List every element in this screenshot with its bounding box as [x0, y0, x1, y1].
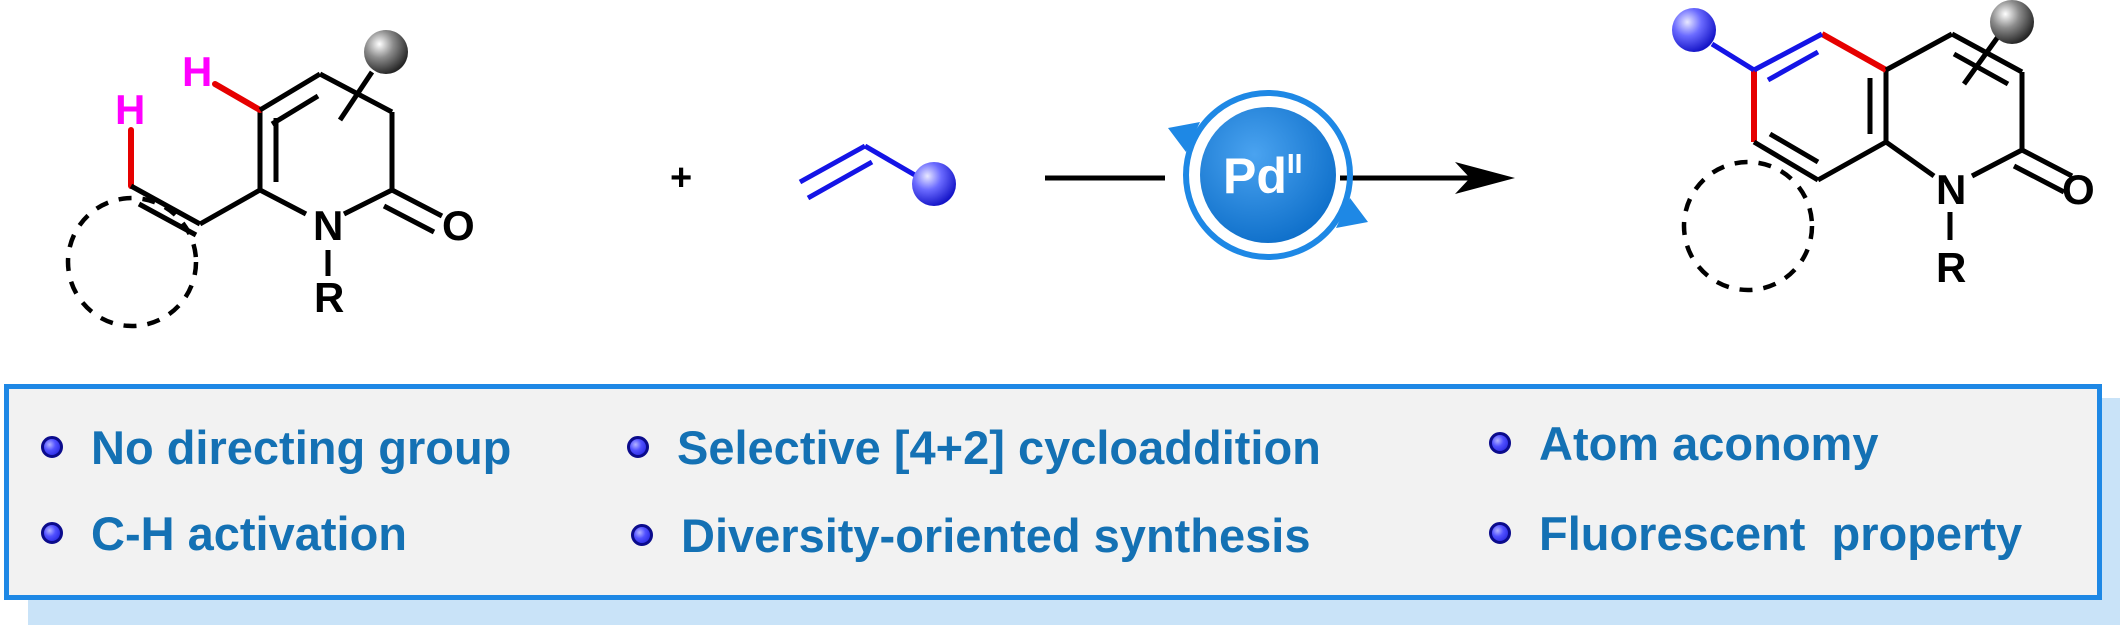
atom-h: H: [115, 86, 145, 133]
carbonyl-bond: [390, 187, 444, 219]
dashed-ring: [65, 195, 199, 329]
reactant-molecule: H H N O R: [65, 30, 475, 329]
alkene-bond: [863, 143, 922, 181]
substituent-gray-ball: [364, 30, 408, 74]
ring-bond: [198, 187, 262, 227]
ring-bond: [258, 71, 322, 113]
feature-label: C-H activation: [91, 506, 407, 560]
bullet-dot-icon: [627, 436, 649, 458]
alkene-reagent: [798, 143, 956, 206]
ring-bond: [342, 187, 394, 217]
plus-sign: +: [670, 157, 692, 199]
bullet-dot-icon: [41, 522, 63, 544]
vinyl-bond: [129, 183, 202, 227]
pd-oxidation-state: II: [1287, 148, 1303, 179]
pd-ball: [1200, 107, 1336, 243]
alkene-derived-bond: [1710, 41, 1756, 73]
substituent-blue-ball: [1672, 8, 1716, 52]
vinyl-bond-inner: [137, 201, 198, 238]
atom-h: H: [182, 48, 212, 95]
ring-bond: [1884, 139, 1936, 179]
ch-bond: [212, 81, 263, 113]
feature-label: Selective [4+2] cycloaddition: [677, 420, 1321, 474]
pd-symbol: Pd: [1223, 148, 1287, 204]
feature-item: C-H activation: [41, 503, 407, 563]
ring-bond: [1816, 139, 1888, 183]
feature-label: No directing group: [91, 420, 512, 474]
pd-catalyst: PdII: [1168, 90, 1368, 260]
ring-bond: [1884, 31, 1954, 73]
carbonyl-bond: [2020, 147, 2074, 179]
feature-label: Atom aconomy: [1539, 416, 1879, 470]
ring-bond-inner: [270, 93, 320, 127]
ring-bond: [258, 187, 308, 217]
cycle-arrowhead: [1336, 198, 1368, 228]
atom-r: R: [1936, 244, 1966, 291]
bullet-dot-icon: [1489, 522, 1511, 544]
bullet-dot-icon: [1489, 432, 1511, 454]
dashed-ring: [1681, 159, 1815, 293]
ring-bond: [1752, 139, 1820, 183]
feature-label: Diversity-oriented synthesis: [681, 508, 1311, 562]
substituent-blue-ball: [912, 162, 956, 206]
atom-r: R: [314, 274, 344, 321]
feature-item: Diversity-oriented synthesis: [631, 505, 1311, 565]
feature-item: No directing group: [41, 417, 511, 477]
reaction-arrow: [1045, 162, 1515, 194]
atom-n: N: [313, 202, 343, 249]
atom-o: O: [442, 202, 475, 249]
cycle-arrowhead: [1168, 122, 1200, 152]
bullet-dot-icon: [631, 524, 653, 546]
ring-bond-inner: [1768, 131, 1820, 165]
carbonyl-bond-inner: [2012, 163, 2066, 195]
features-panel: No directing group Selective [4+2] cyclo…: [4, 384, 2102, 600]
product-molecule: N O R: [1672, 0, 2095, 293]
feature-item: Atom aconomy: [1489, 413, 1879, 473]
alkene-bond: [798, 143, 867, 185]
new-bond: [1820, 31, 1888, 73]
atom-o: O: [2062, 166, 2095, 213]
alkene-bond-inner: [806, 159, 874, 201]
ring-bond-inner: [1952, 51, 2010, 87]
feature-item: Selective [4+2] cycloaddition: [627, 417, 1321, 477]
alkene-derived-bond: [1752, 31, 1824, 73]
catalyst-cycle-ring: [1183, 90, 1353, 260]
pd-label: PdII: [1223, 148, 1302, 204]
substituent-bond: [337, 70, 375, 122]
feature-item: Fluorescent property: [1489, 503, 2022, 563]
atom-n: N: [1936, 166, 1966, 213]
carbonyl-bond-inner: [382, 203, 436, 235]
alkene-derived-bond-inner: [1766, 49, 1820, 83]
feature-label: Fluorescent property: [1539, 506, 2023, 560]
bullet-dot-icon: [41, 436, 63, 458]
reaction-scheme: H H N O R + PdII: [65, 0, 2095, 329]
substituent-gray-ball: [1990, 0, 2034, 44]
arrowhead: [1455, 162, 1515, 194]
ring-bond: [1970, 147, 2024, 179]
substituent-bond: [1961, 32, 2003, 86]
